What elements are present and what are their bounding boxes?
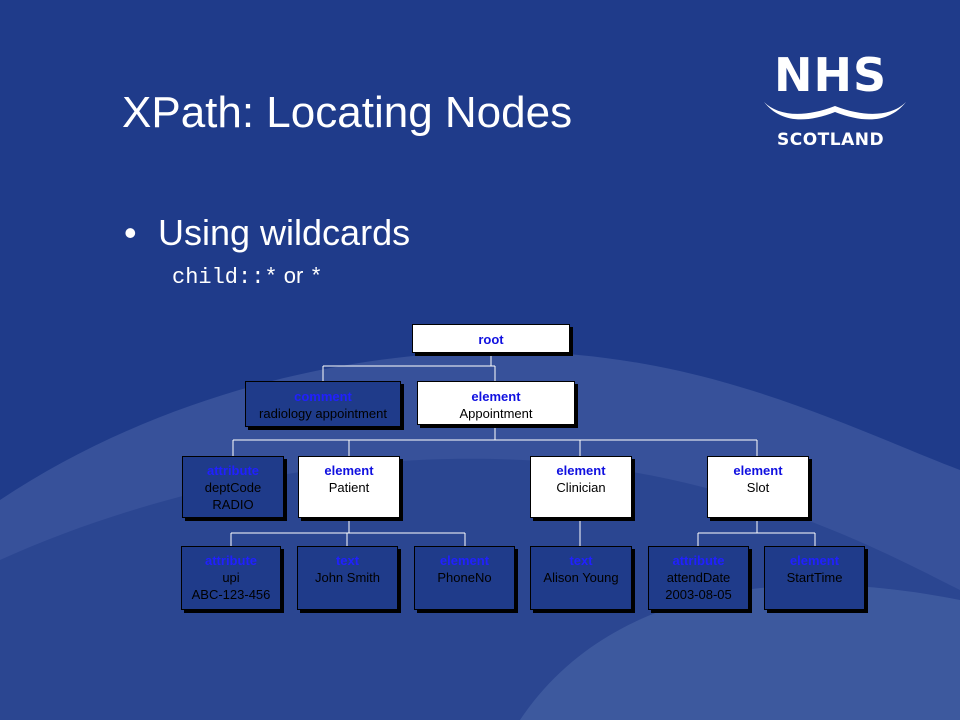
node-type: text <box>569 553 593 568</box>
node-root: root <box>412 324 570 353</box>
node-value: PhoneNo <box>437 570 492 585</box>
code-star: * <box>309 265 323 290</box>
node-patient: element Patient <box>298 456 400 518</box>
bullet-dot-icon: • <box>124 212 137 253</box>
node-attenddate: attribute attendDate 2003-08-05 <box>648 546 749 610</box>
node-starttime: element StartTime <box>764 546 865 610</box>
node-upi: attribute upi ABC-123-456 <box>181 546 281 610</box>
code-or: or <box>283 263 304 288</box>
logo-scotland-text: SCOTLAND <box>777 130 885 150</box>
node-slot: element Slot <box>707 456 809 518</box>
node-type: attribute <box>205 553 257 568</box>
node-deptcode: attribute deptCode RADIO <box>182 456 284 518</box>
node-type: text <box>335 553 360 568</box>
logo-nhs-text: NHS <box>774 48 888 102</box>
node-value: Appointment <box>459 406 533 421</box>
node-type: attribute <box>672 553 725 568</box>
node-type: element <box>324 463 374 478</box>
node-type: element <box>556 463 606 478</box>
bullet-item: • Using wildcards <box>124 212 410 254</box>
node-value: 2003-08-05 <box>665 587 732 602</box>
node-type: element <box>439 553 490 568</box>
node-type: element <box>733 463 783 478</box>
node-value: StartTime <box>786 570 843 585</box>
code-axis: child::* <box>172 265 278 290</box>
node-clinician: element Clinician <box>530 456 632 518</box>
node-comment: comment radiology appointment <box>245 381 401 427</box>
wave-icon <box>764 102 906 120</box>
node-value: radiology appointment <box>259 406 387 421</box>
node-type: root <box>478 332 504 347</box>
node-value: Slot <box>746 480 770 495</box>
node-type: attribute <box>207 463 259 478</box>
node-value: upi <box>222 570 240 585</box>
bullet-text: Using wildcards <box>158 212 411 253</box>
node-value: deptCode <box>204 480 262 495</box>
node-value: RADIO <box>212 497 254 512</box>
node-johnsmith: text John Smith <box>297 546 398 610</box>
code-example: child::* or * <box>172 263 323 290</box>
node-value: Patient <box>328 480 370 495</box>
node-value: John Smith <box>314 570 381 585</box>
node-type: element <box>471 389 521 404</box>
slide-title: XPath: Locating Nodes <box>122 88 573 137</box>
node-phoneno: element PhoneNo <box>414 546 515 610</box>
node-alisonyoung: text Alison Young <box>530 546 632 610</box>
nhs-scotland-logo: NHS SCOTLAND <box>760 48 910 152</box>
node-value: Alison Young <box>543 570 619 585</box>
node-appointment: element Appointment <box>417 381 575 425</box>
node-value: Clinician <box>556 480 606 495</box>
node-type: comment <box>294 389 352 404</box>
node-value: ABC-123-456 <box>191 587 271 602</box>
node-value: attendDate <box>666 570 731 585</box>
node-type: element <box>789 553 840 568</box>
